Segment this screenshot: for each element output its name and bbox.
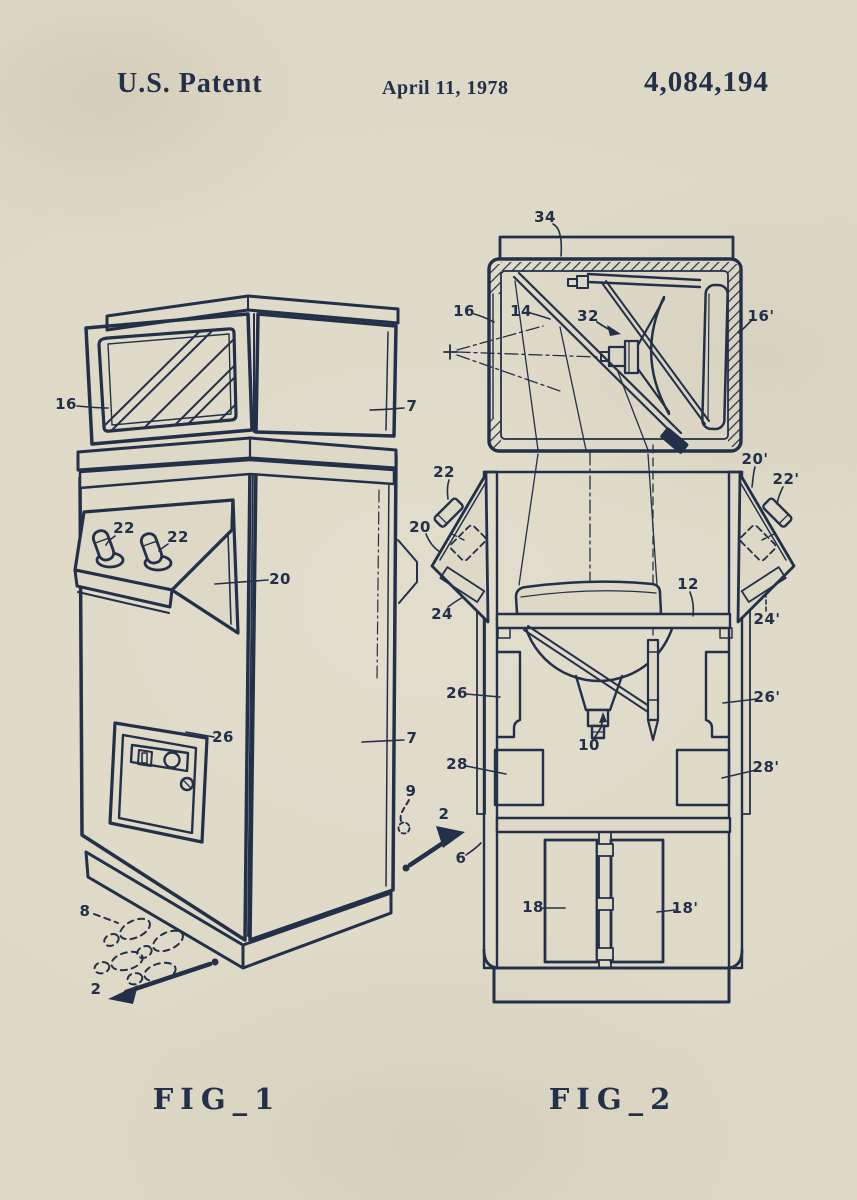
optical-axis-lines: [443, 325, 599, 583]
floor-partition: [495, 816, 732, 834]
screen-glass: [97, 327, 238, 433]
fig1-ref-label-22: 22: [167, 528, 189, 546]
fig2-ref-label-28: 28: [446, 755, 468, 773]
speaker-boxes: [493, 650, 731, 807]
caption-fig2: FIG_2: [548, 1082, 678, 1116]
footprints: [93, 913, 184, 986]
left-wing: [430, 472, 490, 624]
monitor-box: [84, 294, 400, 446]
fig2-ref-label-26: 26: [446, 684, 468, 702]
base-platform: [492, 966, 731, 1004]
fig2-ref-label-16: 16: [453, 302, 475, 320]
fig2-ref-label-22: 22: [433, 463, 455, 481]
fig2-section-drawing: [425, 223, 796, 1004]
box-28p: [675, 748, 731, 807]
fig2-ref-label-24p: 24': [753, 610, 781, 628]
patent-title: U.S. Patent: [117, 68, 263, 99]
fig2-ref-label-20p: 20': [741, 450, 769, 468]
crt-tube: [600, 283, 729, 431]
fig2-leaders: [425, 223, 784, 913]
fig2-ref-label-18p: 18': [671, 899, 699, 917]
fig2-ref-label-6: 6: [455, 849, 467, 867]
fig2-ref-label-12: 12: [677, 575, 699, 593]
fig1-ref-label-2: 2: [90, 980, 102, 998]
crt-faceplate: [701, 283, 729, 431]
fig2-ref-label-18: 18: [522, 898, 544, 916]
fig1-ref-label-16: 16: [55, 395, 77, 413]
fig2-ref-label-26p: 26': [753, 688, 781, 706]
fig2-ref-label-2: 2: [438, 805, 450, 823]
fig2-ref-label-28p: 28': [752, 758, 780, 776]
fig1-ref-label-22: 22: [113, 519, 135, 537]
joystick-section-left: [433, 497, 464, 528]
upper-housing: [487, 257, 743, 453]
mount-slab-24p: [740, 566, 787, 603]
coin-plate: [129, 743, 190, 773]
patent-number: 4,084,194: [644, 66, 769, 98]
projection-lens: [514, 580, 663, 616]
patent-date: April 11, 1978: [382, 77, 509, 99]
joystick-section-right: [762, 497, 793, 528]
fig1-ref-label-8: 8: [79, 902, 91, 920]
box-26: [495, 650, 522, 739]
fig1-ref-label-9: 9: [405, 782, 417, 800]
power-cord: [397, 799, 411, 835]
joystick-right: [139, 532, 173, 572]
joystick-left: [91, 529, 125, 569]
door-lock: [179, 776, 195, 792]
fig2-ref-label-14: 14: [510, 302, 532, 320]
fig1-ref-label-26: 26: [212, 728, 234, 746]
mounting-bracket: [567, 272, 710, 425]
fig2-ref-label-22p: 22': [772, 470, 800, 488]
right-wing: [736, 472, 796, 624]
support-rod: [523, 625, 653, 713]
fig1-cabinet-drawing: [73, 294, 465, 1004]
arrow-10: [594, 712, 607, 738]
fig1-ref-label-20: 20: [269, 570, 291, 588]
box-18: [543, 838, 599, 964]
fig2-ref-label-20: 20: [409, 518, 431, 536]
base-plinth: [84, 850, 393, 970]
box-18p: [609, 838, 665, 964]
fig2-ref-label-16p: 16': [747, 307, 775, 325]
fig2-ref-label-10: 10: [578, 736, 600, 754]
service-door: [108, 721, 209, 844]
fig2-ref-label-32: 32: [577, 307, 599, 325]
fig1-ref-label-7: 7: [406, 397, 418, 415]
fig1-ref-label-7: 7: [406, 729, 418, 747]
top-wall-hatch: [501, 262, 729, 271]
shelf: [495, 612, 733, 639]
arrow-32: [596, 321, 621, 336]
fig1-leaders: [76, 405, 405, 743]
fig2-ref-label-34: 34: [534, 208, 556, 226]
bottom-compartment: [482, 831, 744, 1004]
mid-housing: [476, 470, 751, 970]
box-28: [493, 748, 545, 807]
fig2-ref-label-24: 24: [431, 605, 453, 623]
electrode-pen: [646, 638, 660, 742]
top-lid: [498, 235, 735, 260]
cabinet-cap-bands: [76, 436, 398, 490]
caption-fig1: FIG_1: [152, 1082, 282, 1116]
right-wall-hatch: [728, 264, 740, 447]
section-arrow-bottom: [108, 958, 219, 1004]
box-26p: [704, 650, 731, 739]
crt-neck: [574, 674, 624, 740]
coin-button: [163, 751, 181, 769]
crt-sphere: [524, 629, 674, 683]
mount-slab-24: [439, 566, 486, 603]
section-arrow-upper: [402, 826, 465, 872]
